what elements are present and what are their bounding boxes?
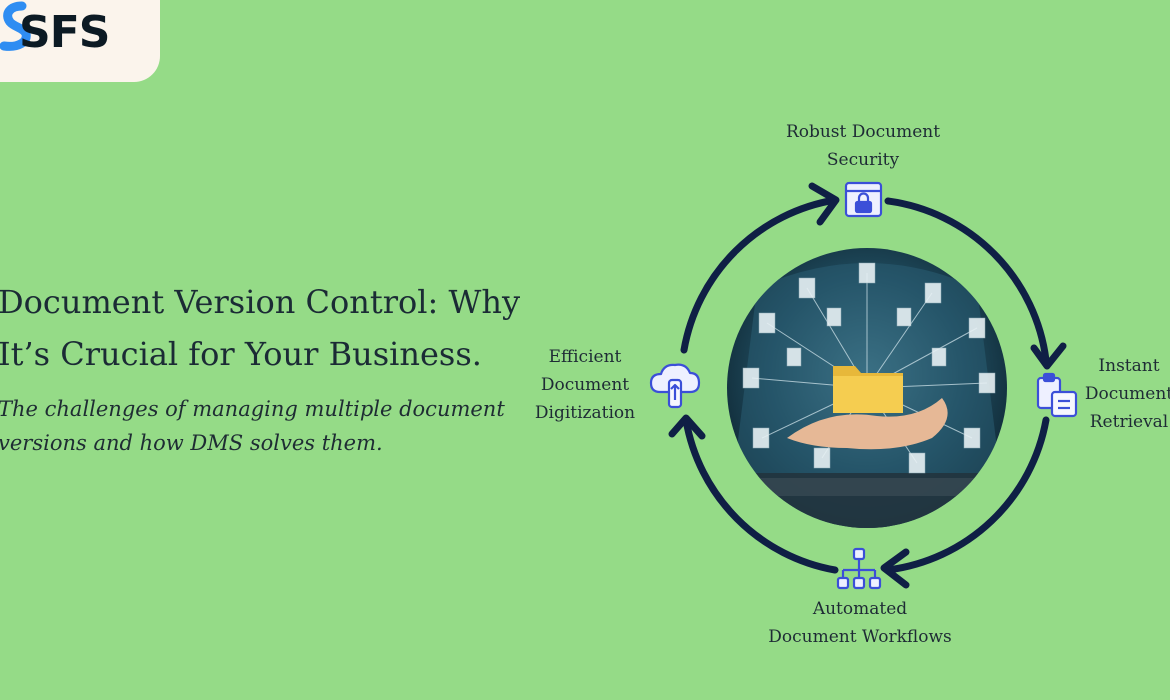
label-security: Robust Document Security [763, 118, 963, 174]
arrow-to-retrieval [884, 197, 1050, 364]
lock-icon [844, 181, 883, 218]
folder-icon [833, 366, 903, 413]
label-retrieval: Instant Document Retrieval [1079, 352, 1170, 436]
arrowhead-retrieval [1030, 342, 1067, 370]
label-digitization-line-2: Document [540, 375, 630, 395]
document-network-illustration [727, 248, 1007, 528]
label-digitization: Efficient Document Digitization [525, 343, 645, 427]
clipboard-icon [1036, 372, 1078, 418]
label-workflows: Automated Document Workflows [740, 595, 980, 651]
subtitle-line-1: The challenges of managing multiple docu… [0, 397, 505, 421]
label-retrieval-line-1: Instant [1098, 356, 1160, 376]
hierarchy-icon [836, 547, 882, 590]
arrow-to-digitization [682, 416, 839, 574]
label-security-line-2: Security [826, 150, 900, 170]
cloud-upload-icon [649, 363, 701, 409]
brand-name: SFS [19, 7, 110, 58]
arrow-to-workflows [884, 416, 1050, 574]
label-workflows-line-2: Document Workflows [768, 627, 952, 647]
label-retrieval-line-2: Document [1084, 384, 1170, 404]
page-title: Document Version Control: Why It’s Cruci… [0, 276, 558, 380]
arrow-to-security [680, 196, 839, 354]
label-retrieval-line-3: Retrieval [1089, 412, 1169, 432]
label-security-line-1: Robust Document [785, 122, 941, 142]
cycle-diagram [649, 181, 1078, 590]
arrowhead-workflows [880, 548, 910, 589]
hero-illustration [727, 248, 1007, 528]
sfs-logo-icon [0, 1, 31, 51]
arrowhead-security [808, 182, 840, 226]
logo-container: SFS [0, 0, 160, 82]
arrowhead-digitization [668, 414, 706, 440]
page-subtitle: The challenges of managing multiple docu… [0, 392, 538, 460]
title-line-1: Document Version Control: Why [0, 283, 521, 321]
label-workflows-line-1: Automated [812, 599, 908, 619]
label-digitization-line-1: Efficient [548, 347, 622, 367]
subtitle-line-2: versions and how DMS solves them. [0, 431, 383, 455]
label-digitization-line-3: Digitization [534, 403, 636, 423]
title-line-2: It’s Crucial for Your Business. [0, 335, 482, 373]
